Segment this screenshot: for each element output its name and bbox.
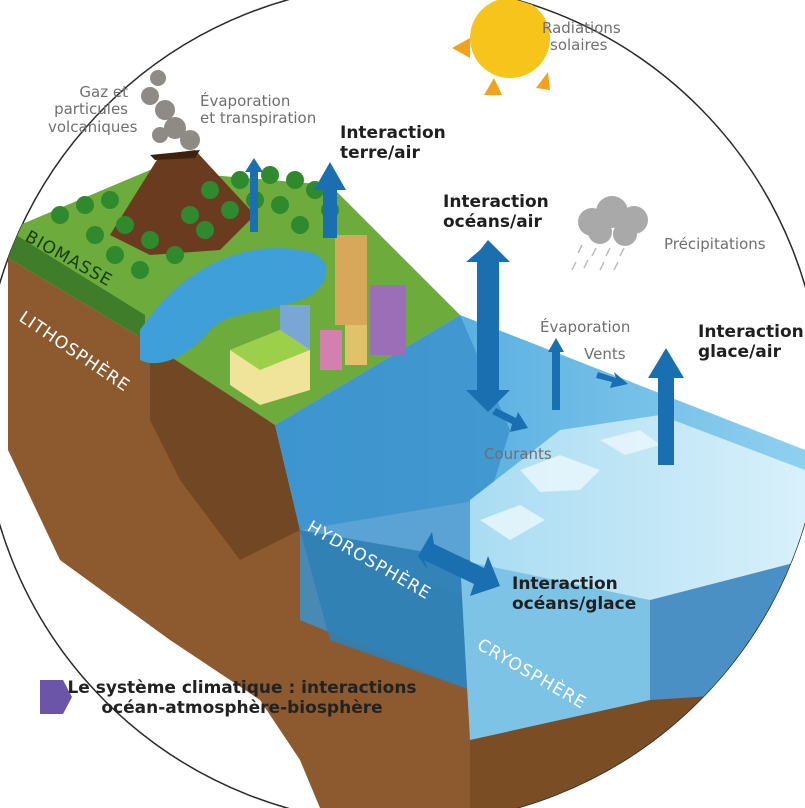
label-precipitations: Précipitations: [664, 235, 766, 253]
label-gaz-volcaniques: Gaz et particules volcaniques: [48, 83, 138, 136]
label-vents: Vents: [584, 345, 626, 363]
city: [230, 235, 406, 405]
interaction-arrows: [245, 158, 684, 596]
label-evaporation-transpiration: Évaporation et transpiration: [200, 92, 317, 128]
arrow-courants: [492, 408, 528, 432]
arrow-evap-transp: [245, 158, 263, 232]
arrow-vents: [596, 372, 628, 388]
figure-caption: Le système climatique : interactions océ…: [62, 678, 422, 719]
caption-line-1: Le système climatique : interactions: [67, 678, 417, 698]
rain-drops: [571, 244, 625, 271]
label-interaction-oceans-glace: Interaction océans/glace: [512, 574, 637, 614]
arrow-oceans-air: [466, 240, 510, 412]
arrow-glace-air: [648, 348, 684, 465]
biomass-strip: [8, 230, 145, 340]
sun-icon: [452, 0, 550, 95]
label-interaction-oceans-air: Interaction océans/air: [443, 192, 549, 232]
volcano-crater: [150, 150, 200, 160]
arrow-oceans-glace: [418, 532, 500, 596]
arrow-evaporation: [548, 338, 564, 410]
ocean-deep: [300, 530, 470, 690]
label-interaction-terre-air: Interaction terre/air: [340, 123, 446, 163]
sea-ice: [480, 430, 660, 540]
label-interaction-glace-air: Interaction glace/air: [698, 322, 804, 362]
label-radiations: Radiations solaires: [542, 19, 621, 55]
caption-line-2: océan-atmosphère-biosphère: [101, 698, 383, 719]
label-courants: Courants: [484, 445, 552, 463]
volcano: [110, 150, 255, 255]
rain-cloud: [578, 196, 648, 246]
lithosphere-shadow: [150, 340, 300, 560]
arrow-terre-air: [314, 162, 346, 238]
label-evaporation: Évaporation: [540, 318, 631, 336]
lake: [140, 248, 327, 364]
cryosphere-face: [460, 560, 650, 740]
volcano-smoke: [141, 70, 200, 150]
